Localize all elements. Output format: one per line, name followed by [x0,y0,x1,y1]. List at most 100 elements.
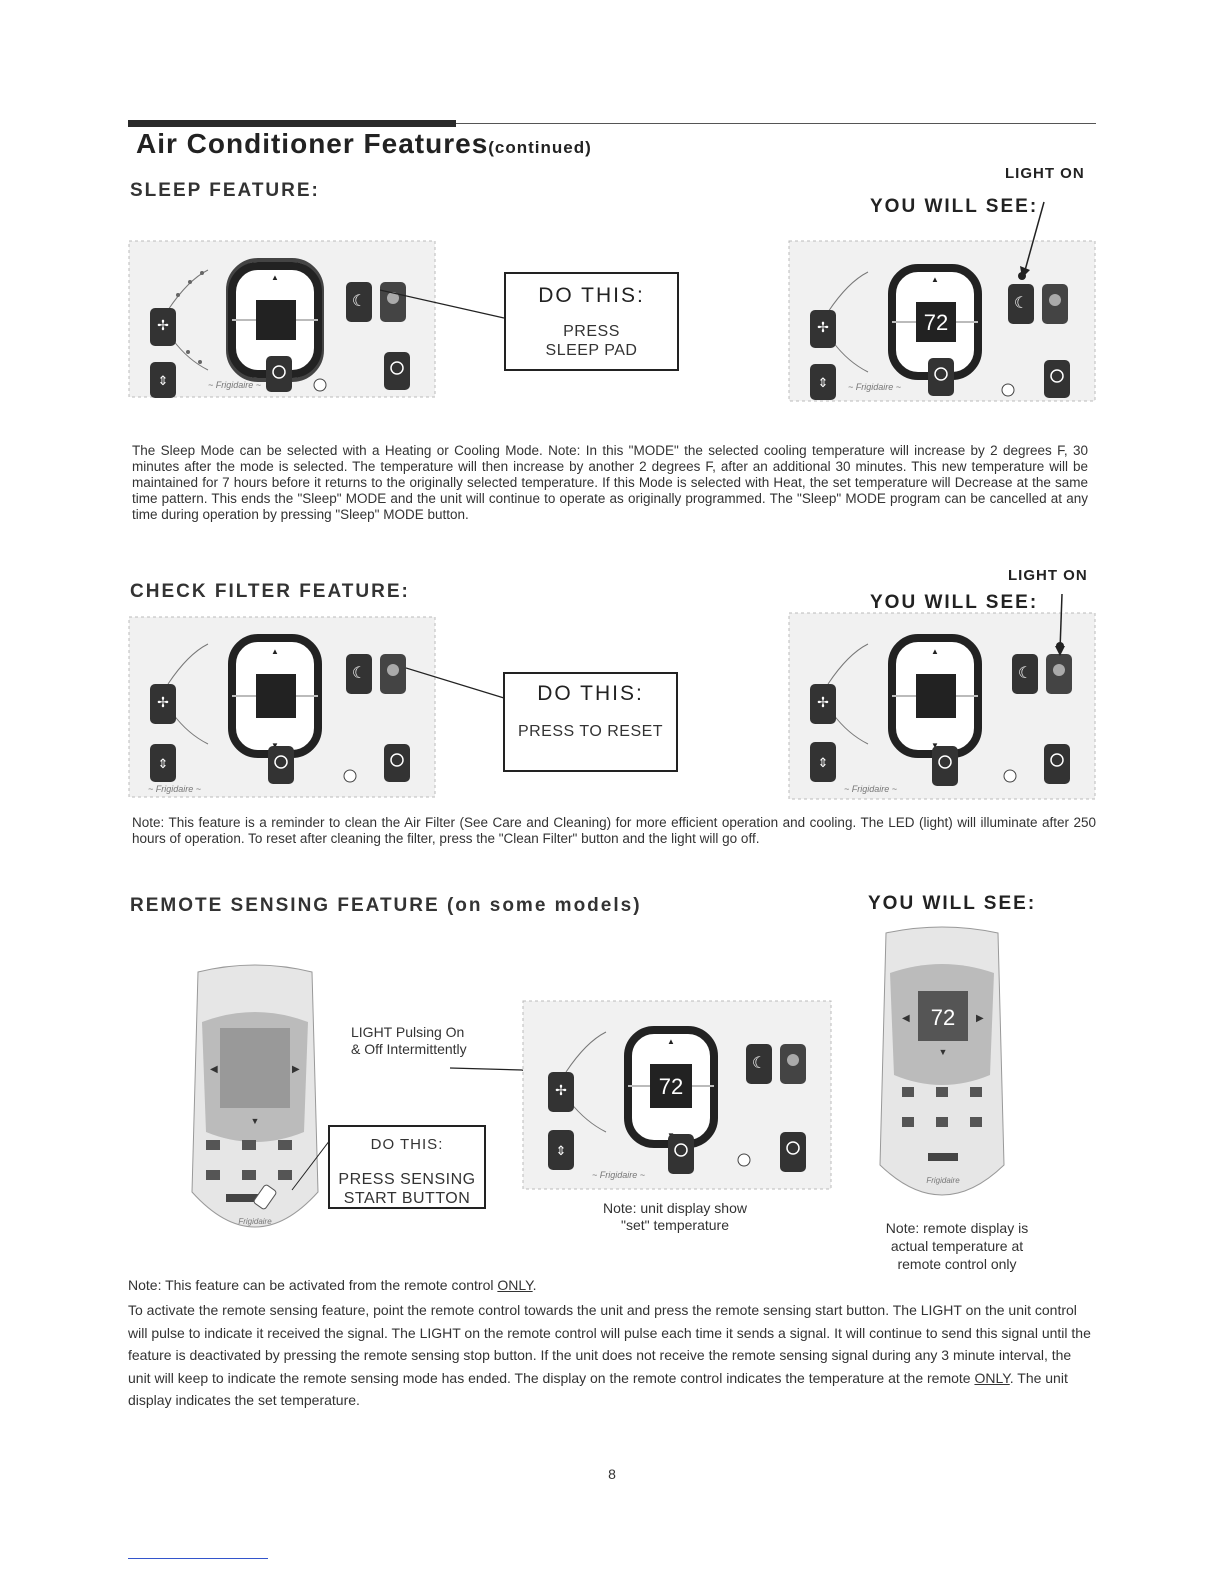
page-number: 8 [608,1466,616,1482]
timer-button[interactable] [932,746,958,786]
remote-do-line1: PRESS SENSING [338,1171,476,1188]
timer-button[interactable] [266,356,292,392]
sleep-light-on-label: LIGHT ON [1005,165,1085,182]
sleep-button[interactable] [1008,284,1034,324]
sleep-control-panel: ✢ ⇕ ▲ ▼ ☾ ~ Frigidaire ~ [128,240,436,398]
remote-description: To activate the remote sensing feature, … [128,1299,1096,1412]
svg-text:▲: ▲ [931,275,939,284]
onoff-button[interactable] [1044,744,1070,784]
onoff-button[interactable] [1044,360,1070,398]
remote-button-cool[interactable] [206,1140,220,1150]
remote-result-illustration: 72 ◀ ▶ ▼ Frigidaire [879,926,1005,1196]
page-title-suffix: (continued) [488,138,592,157]
svg-text:⇕: ⇕ [556,1143,567,1158]
svg-text:▼: ▼ [939,1047,948,1057]
fan-speed-button[interactable] [810,684,836,724]
light-pulsing-line2: & Off Intermittently [351,1041,467,1057]
onoff-button[interactable] [384,352,410,390]
svg-text:⇕: ⇕ [818,755,829,770]
filter-description: Note: This feature is a reminder to clea… [132,815,1096,846]
svg-text:▶: ▶ [976,1013,984,1024]
remote-sensing-button[interactable] [226,1194,260,1202]
sleep-do-line1: PRESS [563,323,620,340]
timer-button[interactable] [268,746,294,784]
display-readout: 72 [659,1074,683,1099]
mode-button[interactable] [150,362,176,398]
svg-text:▶: ▶ [292,1064,300,1075]
svg-text:✢: ✢ [817,694,829,710]
sleep-button[interactable] [346,282,372,322]
display-blank [256,300,296,340]
page-title-text: Air Conditioner Features [136,128,489,159]
display-readout-bg [916,302,956,342]
fan-speed-button[interactable] [150,684,176,724]
svg-text:~ Frigidaire ~: ~ Frigidaire ~ [848,382,901,392]
svg-text:Frigidaire: Frigidaire [926,1176,960,1185]
remote-do-this-box: DO THIS: PRESS SENSING START BUTTON [328,1125,486,1209]
display-readout: 72 [924,310,948,335]
remote-do-line2: START BUTTON [343,1190,471,1207]
onoff-button[interactable] [384,744,410,782]
remote-control-illustration: ◀ ▶ ▼ Frigidaire [191,964,319,1228]
svg-text:☾: ☾ [1018,665,1032,682]
filter-callout-line [406,667,505,699]
sleep-description: The Sleep Mode can be selected with a He… [132,443,1088,522]
remote-display [918,991,968,1041]
svg-text:☾: ☾ [1014,295,1028,312]
sleep-do-title: DO THIS: [538,284,645,307]
fan-speed-button[interactable] [150,308,176,346]
remote-button-fan[interactable] [278,1140,292,1150]
svg-text:~ Frigidaire ~: ~ Frigidaire ~ [208,380,261,390]
activation-note-text: Note: This feature can be activated from… [128,1277,498,1293]
remote-sensing-button[interactable] [928,1153,958,1161]
filter-heading: CHECK FILTER FEATURE: [130,581,410,602]
svg-text:◀: ◀ [210,1064,218,1075]
mode-button[interactable] [548,1130,574,1170]
svg-text:▼: ▼ [251,1116,260,1126]
mode-button[interactable] [150,744,176,782]
fan-speed-button[interactable] [548,1072,574,1112]
mode-button[interactable] [810,364,836,400]
finger-icon [253,1184,277,1210]
activation-note-only: ONLY [497,1277,533,1293]
display-blank [256,674,296,718]
fan-speed-button[interactable] [810,310,836,348]
svg-text:Frigidaire: Frigidaire [238,1217,272,1226]
filter-control-panel: ✢ ⇕ ▲ ▼ ☾ ~ Frigidaire ~ [128,616,436,798]
svg-text:~ Frigidaire ~: ~ Frigidaire ~ [844,784,897,794]
svg-text:⇕: ⇕ [158,756,169,771]
remote-button-energy[interactable] [242,1140,256,1150]
unit-note-line1: Note: unit display show [603,1200,747,1216]
svg-text:▼: ▼ [931,741,939,750]
activation-note-end: . [532,1277,537,1293]
sleep-button[interactable] [1012,654,1038,694]
filter-result-panel: ✢ ⇕ ▲ ▼ ☾ ~ Frigidaire ~ [788,612,1096,800]
svg-text:⇕: ⇕ [158,373,169,388]
sleep-button[interactable] [346,654,372,694]
svg-text:✢: ✢ [555,1082,567,1098]
remote-description-part1: To activate the remote sensing feature, … [128,1302,1091,1386]
footer-line [128,1558,268,1559]
header-rule-thick [128,120,456,127]
remote-button-sleep[interactable] [206,1170,220,1180]
timer-button[interactable] [928,358,954,396]
filter-you-will-see: YOU WILL SEE: [870,592,1039,613]
remote-display [220,1028,290,1108]
svg-text:▲: ▲ [667,1037,675,1046]
filter-light-on-label: LIGHT ON [1008,567,1088,584]
sleep-button[interactable] [746,1044,772,1084]
filter-light-arrow [1055,593,1065,656]
remote-you-will-see: YOU WILL SEE: [868,893,1037,914]
sleep-do-line2: SLEEP PAD [545,342,638,359]
remote-description-part2: . The unit display indicates the set tem… [128,1369,1068,1409]
activation-note: Note: This feature can be activated from… [128,1277,537,1293]
remote-note-line1: Note: remote display is [885,1220,1029,1236]
mode-button[interactable] [810,742,836,782]
onoff-button[interactable] [780,1132,806,1172]
timer-button[interactable] [668,1134,694,1174]
sleep-callout-line [380,289,505,319]
remote-button-timer[interactable] [278,1170,292,1180]
remote-button-autofan[interactable] [242,1170,256,1180]
sleep-you-will-see: YOU WILL SEE: [870,196,1039,217]
svg-text:▲: ▲ [271,273,279,282]
